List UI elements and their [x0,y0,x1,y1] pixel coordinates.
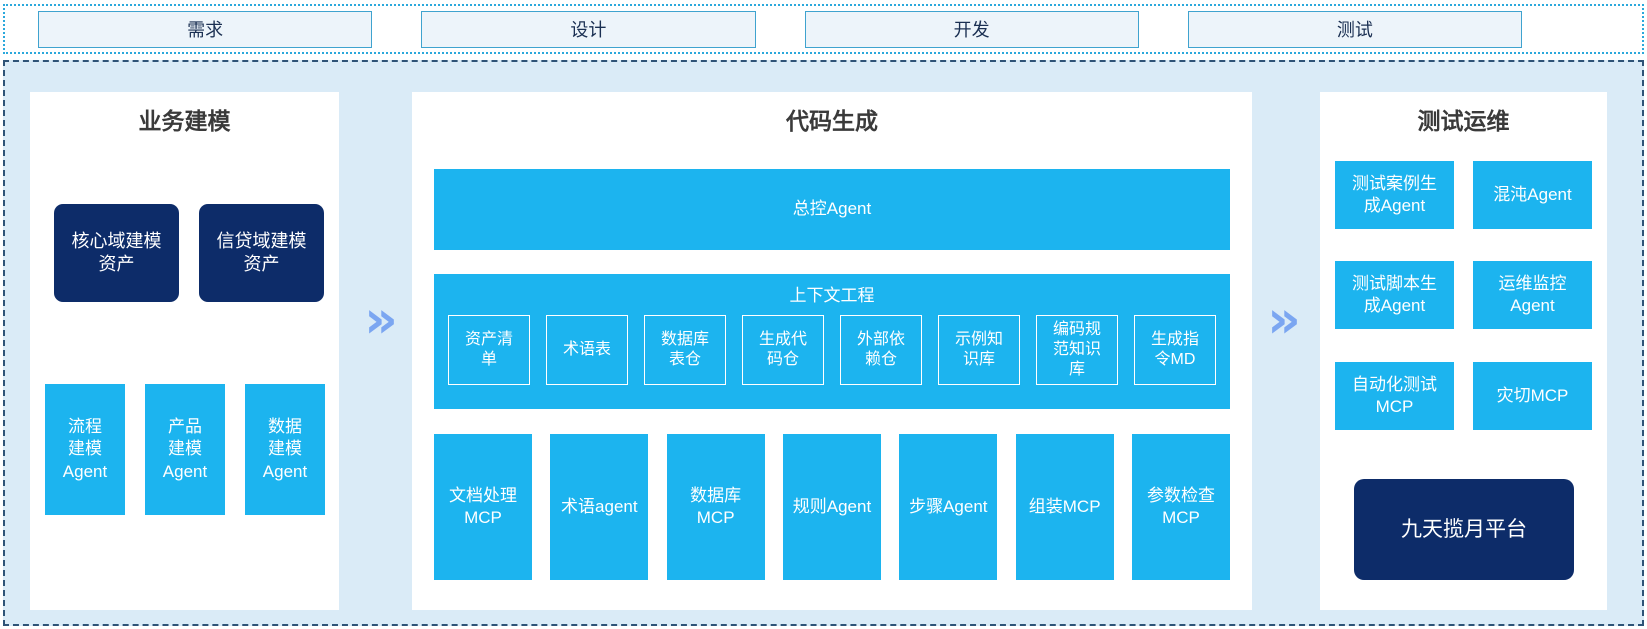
chaos-agent-box: 混沌Agent [1473,161,1592,229]
codegen-tools-row: 文档处理MCP 术语agent 数据库MCP 规则Agent 步骤Agent 组… [434,434,1230,580]
database-mcp-box: 数据库MCP [666,434,765,580]
flow-arrow-icon: » [1267,290,1301,350]
jiutian-lanyue-platform-box: 九天揽月平台 [1354,479,1574,580]
coding-standard-kb-box: 编码规范知识库 [1036,315,1118,385]
context-engineering-title: 上下文工程 [789,286,875,305]
test-ops-panel: 测试运维 测试案例生成Agent 混沌Agent 测试脚本生成Agent 运维监… [1320,92,1607,610]
glossary-box: 术语表 [546,315,628,385]
pipeline-section: 业务建模 核心域建模资产 信贷域建模资产 流程建模Agent 产品建模Agent… [3,60,1644,626]
core-domain-asset-box: 核心域建模资产 [54,204,179,302]
example-knowledge-base-box: 示例知识库 [938,315,1020,385]
generation-instruction-md-box: 生成指令MD [1134,315,1216,385]
context-engineering-section: 上下文工程 资产清单 术语表 数据库表仓 生成代码仓 外部依赖仓 示例知识库 编… [434,274,1230,409]
test-script-gen-agent-box: 测试脚本生成Agent [1335,261,1454,329]
code-generation-panel: 代码生成 总控Agent 上下文工程 资产清单 术语表 数据库表仓 生成代码仓 … [412,92,1252,610]
phase-requirements: 需求 [38,10,373,48]
phase-testing: 测试 [1187,10,1522,48]
flow-arrow-icon: » [364,290,398,350]
disaster-switch-mcp-box: 灾切MCP [1473,362,1592,430]
business-modeling-panel: 业务建模 核心域建模资产 信贷域建模资产 流程建模Agent 产品建模Agent… [30,92,339,610]
param-check-mcp-box: 参数检查MCP [1131,434,1230,580]
credit-domain-asset-box: 信贷域建模资产 [199,204,324,302]
external-deps-repo-box: 外部依赖仓 [840,315,922,385]
assembly-mcp-box: 组装MCP [1015,434,1114,580]
phase-bar: 需求 设计 开发 测试 [3,4,1644,54]
process-modeling-agent-box: 流程建模Agent [45,384,125,515]
rule-agent-box: 规则Agent [782,434,881,580]
generated-code-repo-box: 生成代码仓 [742,315,824,385]
master-agent-bar: 总控Agent [434,169,1230,250]
business-modeling-title: 业务建模 [138,108,231,134]
doc-processing-mcp-box: 文档处理MCP [434,434,532,580]
ops-monitor-agent-box: 运维监控Agent [1473,261,1592,329]
test-case-gen-agent-box: 测试案例生成Agent [1335,161,1454,229]
auto-test-mcp-box: 自动化测试MCP [1335,362,1454,430]
terminology-agent-box: 术语agent [550,434,649,580]
db-table-repo-box: 数据库表仓 [644,315,726,385]
step-agent-box: 步骤Agent [899,434,998,580]
asset-list-box: 资产清单 [448,315,530,385]
test-ops-title: 测试运维 [1417,108,1510,134]
product-modeling-agent-box: 产品建模Agent [145,384,225,515]
phase-design: 设计 [421,10,756,48]
data-modeling-agent-box: 数据建模Agent [245,384,325,515]
phase-development: 开发 [804,10,1139,48]
code-generation-title: 代码生成 [786,108,878,134]
context-items-row: 资产清单 术语表 数据库表仓 生成代码仓 外部依赖仓 示例知识库 编码规范知识库… [434,315,1230,385]
